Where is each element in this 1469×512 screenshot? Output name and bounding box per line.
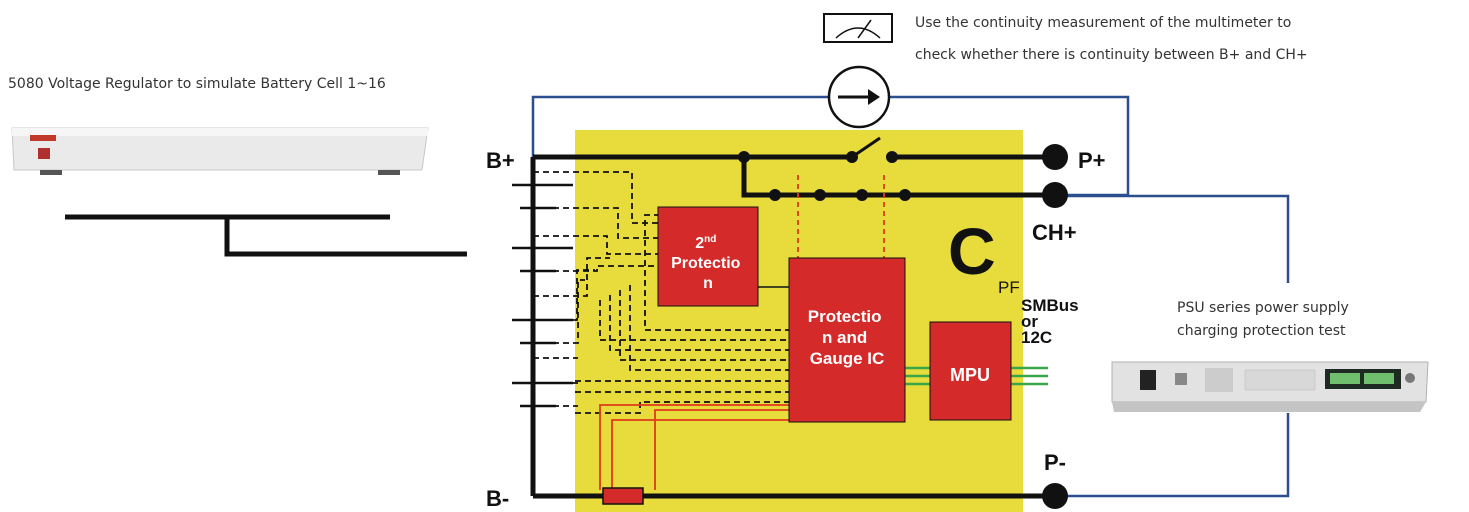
pf-label: PF	[998, 278, 1020, 297]
analog-meter-icon	[824, 14, 892, 42]
regulator-caption: 5080 Voltage Regulator to simulate Batte…	[8, 72, 386, 96]
ch-plus-label: CH+	[1032, 220, 1077, 245]
b-minus-label: B-	[486, 486, 509, 511]
multimeter-caption-line2: check whether there is continuity betwee…	[915, 43, 1308, 67]
rack-power-supply	[1112, 362, 1428, 412]
psu-wire	[1052, 196, 1288, 496]
multimeter-caption-line1: Use the continuity measurement of the mu…	[915, 11, 1291, 35]
terminal-ch-plus	[1042, 182, 1068, 208]
mpu-label: MPU	[950, 365, 990, 385]
psu-caption-line1: PSU series power supply	[1177, 296, 1349, 320]
p-minus-label: P-	[1044, 450, 1066, 475]
terminal-p-minus	[1042, 483, 1068, 509]
b-plus-label: B+	[486, 148, 515, 173]
psu-caption-line2: charging protection test	[1177, 319, 1346, 343]
regulator-wire	[65, 217, 467, 254]
continuity-meter-symbol	[829, 67, 889, 127]
bench-voltage-regulator	[12, 128, 428, 175]
smbus-label: SMBus or 12C	[1021, 296, 1083, 347]
c-letter: C	[948, 214, 996, 288]
sense-resistor	[603, 488, 643, 504]
terminal-p-plus	[1042, 144, 1068, 170]
p-plus-label: P+	[1078, 148, 1106, 173]
